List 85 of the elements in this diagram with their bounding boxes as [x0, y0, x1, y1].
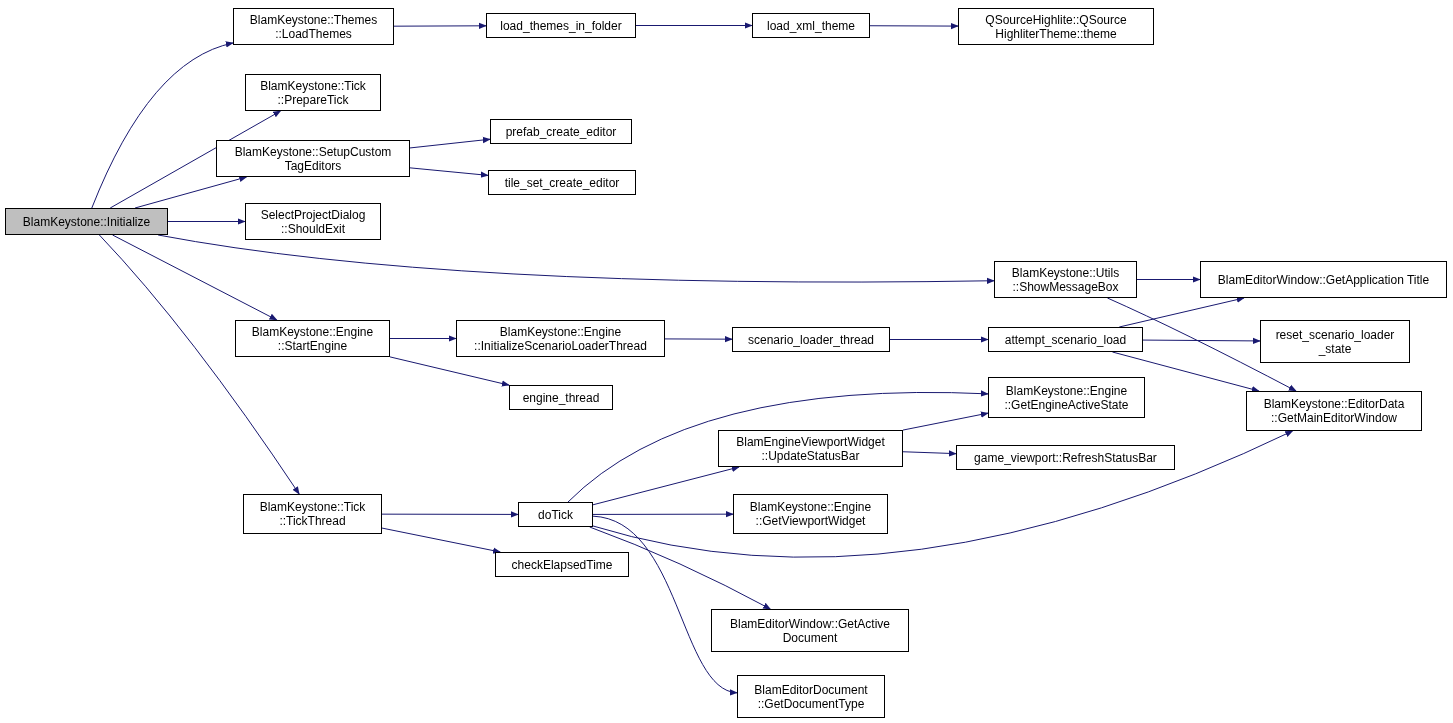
- function-box: [235, 320, 390, 357]
- function-name: reset_scenario_loader _state: [1274, 327, 1396, 356]
- function-box: [1260, 320, 1410, 363]
- arrow: [389, 356, 510, 387]
- function-name: game_viewport::RefreshStatusBar: [974, 450, 1157, 465]
- function-box: [732, 327, 890, 352]
- function-name: tile_set_create_editor: [504, 175, 620, 190]
- function-name: BlamKeystone::SetupCustom TagEditors: [233, 144, 393, 173]
- function-name: BlamKeystone::Tick ::TickThread: [258, 500, 367, 528]
- function-name: BlamKeystone::Tick ::PrepareTick: [259, 78, 367, 107]
- function-box: [958, 8, 1154, 45]
- function-name: BlamEngineViewportWidget ::UpdateStatusBar: [735, 434, 886, 463]
- function-name: BlamKeystone::Initialize: [22, 214, 151, 229]
- function-box: [486, 13, 636, 38]
- arrow: [109, 110, 282, 209]
- arrow: [902, 411, 989, 431]
- arrow: [589, 526, 772, 610]
- function-box: [243, 494, 382, 534]
- arrow: [592, 465, 740, 506]
- function-name: BlamEditorWindow::GetApplication Title: [1217, 272, 1430, 287]
- function-box: [988, 377, 1145, 418]
- function-box: [495, 552, 629, 577]
- arrow: [567, 390, 989, 503]
- arrow: [592, 510, 734, 518]
- function-name: prefab_create_editor: [505, 124, 617, 139]
- function-name: BlamKeystone::EditorData ::GetMainEditorWindow: [1262, 397, 1406, 425]
- function-name: load_themes_in_folder: [500, 18, 622, 33]
- arrow: [1111, 351, 1260, 393]
- arrow: [635, 22, 753, 29]
- function-box: [233, 8, 394, 45]
- function-box: [518, 502, 593, 527]
- arrow: [409, 136, 491, 149]
- function-name: QSourceHighlite::QSource HighliterTheme::theme: [984, 12, 1128, 41]
- function-name: BlamKeystone::Engine ::StartEngine: [250, 324, 375, 353]
- arrow: [592, 430, 1294, 558]
- function-name: BlamKeystone::Engine ::InitializeScenarioLoaderThread: [473, 324, 648, 353]
- function-name: checkElapsedTime: [511, 557, 613, 572]
- function-box: [718, 430, 903, 467]
- arrow: [381, 511, 519, 518]
- arrow: [381, 527, 502, 554]
- arrow: [112, 234, 278, 321]
- arrow: [409, 167, 489, 178]
- function-name: load_xml_theme: [766, 18, 856, 33]
- arrow: [592, 515, 738, 694]
- function-box: [456, 320, 665, 357]
- arrow: [869, 22, 959, 30]
- function-name: engine_thread: [522, 390, 600, 405]
- function-name: BlamKeystone::Engine ::GetEngineActiveState: [1003, 383, 1130, 412]
- arrow: [134, 175, 248, 209]
- function-box: [216, 140, 410, 177]
- function-name: BlamEditorDocument ::GetDocumentType: [753, 682, 869, 711]
- function-box: [1246, 391, 1422, 431]
- function-box: [733, 494, 888, 534]
- function-box: [752, 13, 870, 38]
- function-box: [956, 445, 1175, 470]
- function-box: [1200, 261, 1447, 298]
- arrow: [91, 41, 234, 209]
- function-name: BlamKeystone::Themes ::LoadThemes: [248, 12, 379, 41]
- function-box: [711, 609, 909, 652]
- arrow: [389, 335, 457, 342]
- function-box: [988, 327, 1143, 352]
- function-name: doTick: [538, 507, 573, 522]
- function-name: SelectProjectDialog ::ShouldExit: [259, 207, 367, 236]
- function-name: scenario_loader_thread: [747, 332, 875, 347]
- arrow: [393, 22, 487, 30]
- function-box: [737, 675, 885, 718]
- arrow: [1136, 276, 1201, 283]
- arrow: [902, 450, 957, 457]
- function-box: [994, 261, 1137, 298]
- function-box: [488, 170, 636, 195]
- arrow: [1142, 337, 1261, 345]
- function-name: attempt_scenario_load: [1004, 332, 1127, 347]
- arrow: [664, 335, 733, 343]
- function-name: BlamKeystone::Utils ::ShowMessageBox: [1010, 265, 1121, 294]
- function-box: [509, 385, 613, 410]
- function-name: BlamKeystone::Engine ::GetViewportWidget: [748, 500, 873, 528]
- arrow: [889, 336, 989, 343]
- arrow: [167, 218, 246, 225]
- highlighted-function-box: [5, 208, 168, 235]
- function-box: [245, 74, 381, 111]
- arrow: [98, 234, 300, 495]
- function-box: [490, 119, 632, 144]
- function-name: BlamEditorWindow::GetActive Document: [728, 616, 892, 645]
- function-box: [245, 203, 381, 240]
- arrow: [1106, 297, 1297, 392]
